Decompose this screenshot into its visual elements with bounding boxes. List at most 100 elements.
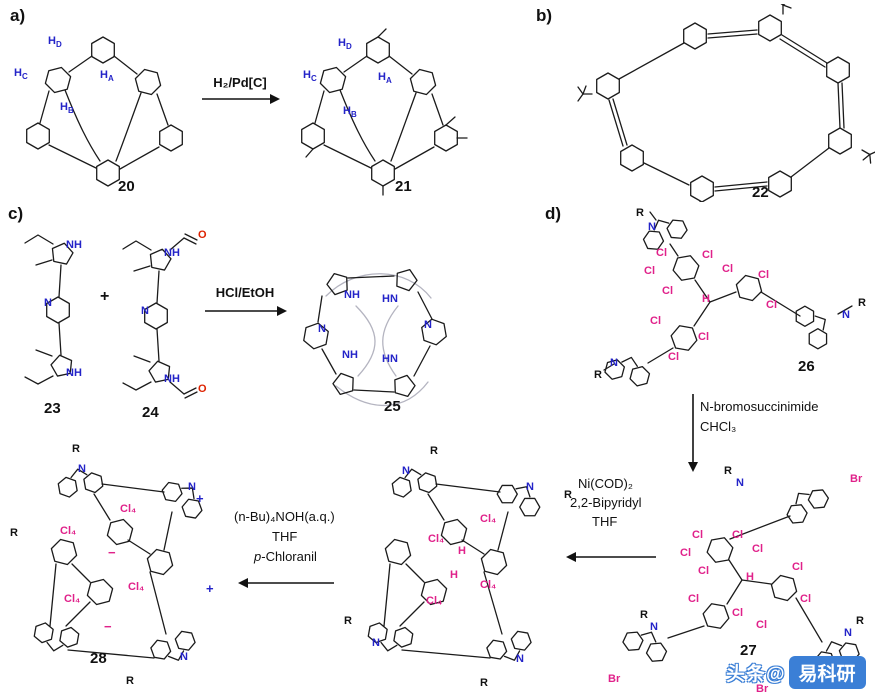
r-label: R xyxy=(636,207,644,219)
nh-label: NH xyxy=(66,239,82,251)
plus-sign: + xyxy=(100,288,110,305)
n-label: N xyxy=(424,319,432,331)
h-label-sub: B xyxy=(67,106,74,116)
structure-24: NH N NH O O 24 xyxy=(112,220,217,425)
structure-27-drawing xyxy=(594,462,877,692)
cl4-label: Cl₄ xyxy=(480,579,497,591)
nh-label: NH xyxy=(164,247,180,259)
panel-a-label: a) xyxy=(10,6,26,25)
hn-label: HN xyxy=(382,353,398,365)
o-label: O xyxy=(198,383,207,395)
compound-number-25: 25 xyxy=(384,398,401,415)
cl-label: Cl xyxy=(800,593,811,605)
n-label: N xyxy=(736,477,744,489)
p-chloranil-italic-p: p xyxy=(254,549,262,564)
r-label: R xyxy=(564,489,572,501)
structure-22-drawing xyxy=(577,4,875,202)
cl-label: Cl xyxy=(662,285,673,297)
cl-label: Cl xyxy=(702,249,713,261)
compound-number-21: 21 xyxy=(395,178,412,195)
panel-c-label: c) xyxy=(8,204,24,223)
r-label: R xyxy=(480,677,488,689)
n-label: N xyxy=(650,621,658,633)
h-label-sub: C xyxy=(21,72,28,82)
cl-label: Cl xyxy=(698,565,709,577)
compound-number-24: 24 xyxy=(142,404,159,421)
h-label-b: HB xyxy=(60,102,74,115)
n-label: N xyxy=(44,297,52,309)
n-label: N xyxy=(402,465,410,477)
structure-macrocycle-intermediate: Cl₄ Cl₄ Cl₄ Cl₄ H H N N N N R R R R xyxy=(332,440,582,692)
r-label: R xyxy=(344,615,352,627)
reaction-conditions-c: HCl/EtOH xyxy=(215,285,275,300)
h-label-base: H xyxy=(303,69,311,81)
cl4-label: Cl₄ xyxy=(428,533,445,545)
h-label-a: HA xyxy=(100,70,114,83)
reaction-conditions-d3-line3: p-Chloranil xyxy=(254,549,317,564)
structure-23-drawing xyxy=(24,234,76,385)
reaction-conditions-d3-line2: THF xyxy=(272,529,298,544)
structure-25: NH HN N N NH HN 25 xyxy=(286,236,464,426)
br-label: Br xyxy=(756,683,769,694)
h-label-c: HC xyxy=(14,68,28,81)
reaction-conditions-d1-line2: CHCl₃ xyxy=(700,419,737,434)
reaction-arrow-left-d3 xyxy=(238,578,334,588)
r-label: R xyxy=(126,675,134,687)
h-label-base: H xyxy=(60,101,68,113)
h-label-a: HA xyxy=(378,72,392,85)
r-label: R xyxy=(72,443,80,455)
br-label: Br xyxy=(850,473,863,485)
structure-26-drawing xyxy=(552,206,853,396)
n-label: N xyxy=(516,653,524,665)
nh-label: NH xyxy=(342,349,358,361)
cl-label: Cl xyxy=(698,331,709,343)
h-label-base: H xyxy=(378,71,386,83)
r-label: R xyxy=(858,297,866,309)
r-label: R xyxy=(10,527,18,539)
h-label-d: HD xyxy=(338,38,352,51)
structure-26: H Cl Cl Cl Cl Cl Cl Cl Cl Cl Cl N N N R … xyxy=(552,206,877,396)
h-label-c: HC xyxy=(303,70,317,83)
cl-label: Cl xyxy=(732,529,743,541)
h-label-b: HB xyxy=(343,106,357,119)
compound-number-22: 22 xyxy=(752,184,769,201)
reaction-conditions-d2-line1: Ni(COD)₂ xyxy=(578,476,633,491)
reaction-arrow-left-d2 xyxy=(566,552,656,562)
h-label-sub: D xyxy=(55,40,62,50)
compound-number-27: 27 xyxy=(740,642,757,659)
n-label: N xyxy=(610,357,618,369)
cl-label: Cl xyxy=(680,547,691,559)
r-label: R xyxy=(724,465,732,477)
cl-label: Cl xyxy=(752,543,763,555)
n-label: N xyxy=(526,481,534,493)
n-label: N xyxy=(372,637,380,649)
structure-20-drawing xyxy=(26,36,183,187)
panel-d-label: d) xyxy=(545,204,562,223)
structure-27: H Cl Cl Cl Cl Cl Cl Cl Cl Cl Cl Br Br Br… xyxy=(594,462,877,694)
h-label-base: H xyxy=(338,37,346,49)
reaction-conditions-d2-line2: 2,2-Bipyridyl xyxy=(570,495,642,510)
h-label-sub: A xyxy=(107,74,114,84)
reaction-conditions-d2-line3: THF xyxy=(592,514,618,529)
br-label: Br xyxy=(608,673,621,685)
watermark-prefix: 头条@ xyxy=(726,664,786,685)
cl4-label: Cl₄ xyxy=(60,525,77,537)
nh-label: NH xyxy=(66,367,82,379)
cl-label: Cl xyxy=(650,315,661,327)
watermark: 头条@ 易科研 xyxy=(726,656,866,689)
structure-21: HD HC HA HB 21 xyxy=(283,26,468,198)
cl4-label: Cl₄ xyxy=(426,595,443,607)
structure-25-drawing xyxy=(301,265,449,407)
h-label: H xyxy=(702,293,710,305)
minus-charge-label: − xyxy=(108,545,116,560)
reaction-conditions-a: H₂/Pd[C] xyxy=(213,75,267,90)
compound-number-20: 20 xyxy=(118,178,135,195)
n-label: N xyxy=(842,309,850,321)
reaction-arrow-right-a xyxy=(202,94,280,104)
h-label-base: H xyxy=(343,105,351,117)
cl-label: Cl xyxy=(732,607,743,619)
structure-24-drawing xyxy=(122,233,198,399)
structure-20: HD HC HA HB 20 xyxy=(8,26,203,198)
h-label-sub: A xyxy=(385,76,392,86)
h-label-base: H xyxy=(14,67,22,79)
